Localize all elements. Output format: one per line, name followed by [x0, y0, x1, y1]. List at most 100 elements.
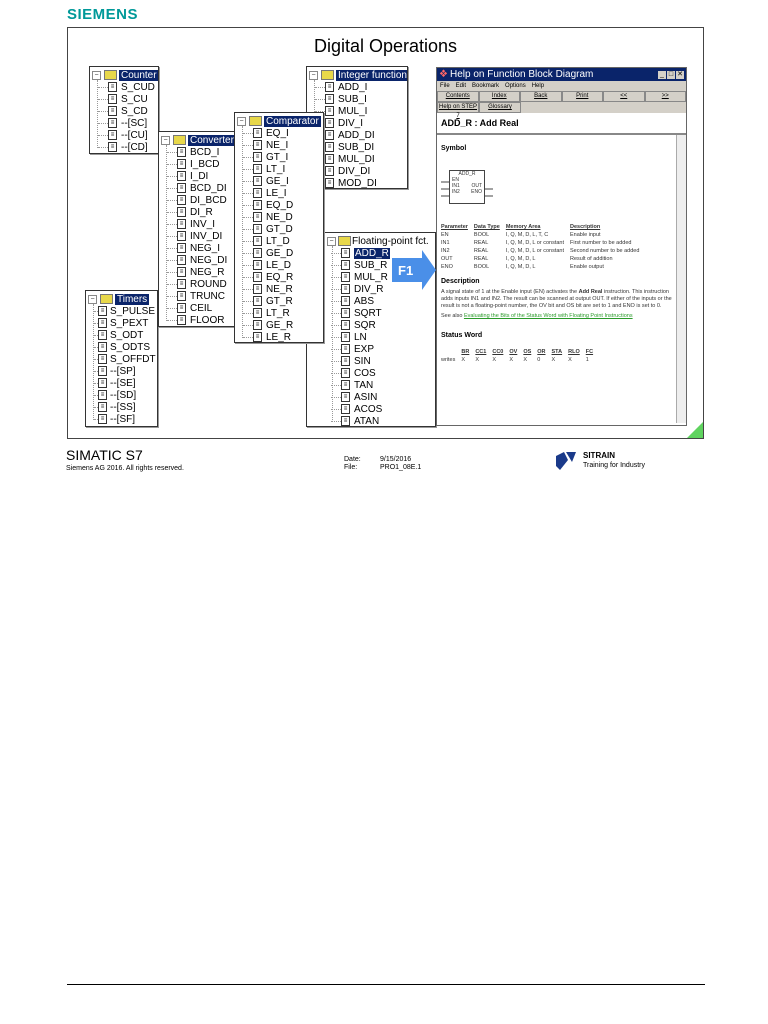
print-button[interactable]: Print — [561, 91, 603, 102]
index-button[interactable]: Index — [478, 91, 520, 102]
tree-item[interactable]: ≡NEG_I — [167, 242, 220, 254]
menu-file[interactable]: File — [440, 83, 450, 89]
tree-item[interactable]: ≡MUL_R — [331, 271, 388, 283]
tree-item[interactable]: ≡S_PEXT — [94, 317, 148, 329]
tree-item[interactable]: ≡ACOS — [331, 403, 382, 415]
tree-item[interactable]: ≡S_ODT — [94, 329, 143, 341]
tree-item[interactable]: ≡EQ_D — [243, 199, 293, 211]
tree-item[interactable]: ≡LE_D — [243, 259, 291, 271]
timers-tree[interactable]: −Timers≡S_PULSE≡S_PEXT≡S_ODT≡S_ODTS≡S_OF… — [85, 290, 158, 427]
tree-header[interactable]: −Floating-point fct. — [327, 235, 429, 247]
tree-item[interactable]: ≡NEG_R — [167, 266, 224, 278]
tree-item[interactable]: ≡--[CD] — [98, 141, 148, 153]
tree-item[interactable]: ≡LE_I — [243, 187, 287, 199]
tree-item[interactable]: ≡I_DI — [167, 170, 208, 182]
tree-item[interactable]: ≡S_CD — [98, 105, 148, 117]
collapse-icon[interactable]: − — [237, 116, 246, 126]
tree-header[interactable]: −Converter — [161, 134, 235, 146]
close-button[interactable]: ✕ — [676, 70, 684, 79]
tree-item[interactable]: ≡TAN — [331, 379, 373, 391]
tree-item[interactable]: ≡GE_D — [243, 247, 293, 259]
menu-options[interactable]: Options — [505, 83, 526, 89]
tree-item[interactable]: ≡GT_D — [243, 223, 293, 235]
tree-item[interactable]: ≡DI_BCD — [167, 194, 227, 206]
comparator-tree[interactable]: −Comparator≡EQ_I≡NE_I≡GT_I≡LT_I≡GE_I≡LE_… — [234, 112, 324, 343]
tree-header[interactable]: −Counter — [92, 69, 158, 81]
tree-item[interactable]: ≡NEG_DI — [167, 254, 227, 266]
tree-item[interactable]: ≡S_CU — [98, 93, 148, 105]
tree-item[interactable]: ≡S_CUD — [98, 81, 155, 93]
menu-edit[interactable]: Edit — [455, 83, 467, 89]
tree-item[interactable]: ≡GE_R — [243, 319, 293, 331]
tree-item[interactable]: ≡--[SC] — [98, 117, 147, 129]
status-word-link[interactable]: Evaluating the Bits of the Status Word w… — [463, 313, 633, 319]
help-on-step7-button[interactable]: Help on STEP 7 — [437, 102, 479, 119]
tree-item[interactable]: ≡S_ODTS — [94, 341, 150, 353]
tree-header[interactable]: −Integer function — [309, 69, 407, 81]
tree-item[interactable]: ≡MOD_DI — [315, 177, 377, 188]
tree-item[interactable]: ≡S_PULSE — [94, 305, 155, 317]
tree-item[interactable]: ≡ABS — [331, 295, 374, 307]
minimize-button[interactable]: _ — [658, 70, 666, 79]
tree-item[interactable]: ≡LT_I — [243, 163, 285, 175]
tree-item[interactable]: ≡--[CU] — [98, 129, 148, 141]
tree-item[interactable]: ≡SQR — [331, 319, 376, 331]
tree-item[interactable]: ≡SUB_I — [315, 93, 367, 105]
tree-item[interactable]: ≡DIV_R — [331, 283, 383, 295]
tree-item[interactable]: ≡--[SP] — [94, 365, 136, 377]
collapse-icon[interactable]: − — [327, 236, 336, 246]
tree-item[interactable]: ≡S_OFFDT — [94, 353, 156, 365]
tree-item[interactable]: ≡GE_I — [243, 175, 289, 187]
tree-item[interactable]: ≡DI_R — [167, 206, 213, 218]
menu-bookmark[interactable]: Bookmark — [472, 83, 500, 89]
tree-item[interactable]: ≡MUL_I — [315, 105, 367, 117]
tree-item[interactable]: ≡LT_D — [243, 235, 290, 247]
tree-item[interactable]: ≡--[SS] — [94, 401, 136, 413]
collapse-icon[interactable]: − — [92, 70, 101, 80]
counter-tree[interactable]: −Counter≡S_CUD≡S_CU≡S_CD≡--[SC]≡--[CU]≡-… — [89, 66, 159, 154]
tree-item[interactable]: ≡ADD_I — [315, 81, 367, 93]
menu-help[interactable]: Help — [531, 83, 545, 89]
tree-item[interactable]: ≡NE_I — [243, 139, 288, 151]
tree-item[interactable]: ≡COS — [331, 367, 376, 379]
maximize-button[interactable]: □ — [667, 70, 675, 79]
tree-item[interactable]: ≡GT_R — [243, 295, 293, 307]
tree-item[interactable]: ≡FLOOR — [167, 314, 224, 326]
tree-item[interactable]: ≡BCD_DI — [167, 182, 227, 194]
tree-item[interactable]: ≡CEIL — [167, 302, 212, 314]
converter-tree[interactable]: −Converter≡BCD_I≡I_BCD≡I_DI≡BCD_DI≡DI_BC… — [158, 131, 236, 327]
help-scrollbar[interactable] — [676, 135, 686, 423]
prev-button[interactable]: << — [603, 91, 645, 102]
glossary-button[interactable]: Glossary — [479, 102, 521, 113]
tree-item[interactable]: ≡ASIN — [331, 391, 377, 403]
tree-item[interactable]: ≡EXP — [331, 343, 374, 355]
tree-item[interactable]: ≡EQ_R — [243, 271, 293, 283]
tree-item[interactable]: ≡--[SD] — [94, 389, 136, 401]
tree-item[interactable]: ≡SUB_R — [331, 259, 387, 271]
tree-item[interactable]: ≡ATAN — [331, 415, 379, 426]
collapse-icon[interactable]: − — [88, 294, 97, 304]
back-button[interactable]: Back — [520, 91, 562, 102]
contents-button[interactable]: Contents — [437, 91, 479, 102]
tree-item[interactable]: ≡INV_DI — [167, 230, 222, 242]
tree-item[interactable]: ≡EQ_I — [243, 127, 289, 139]
tree-item[interactable]: ≡INV_I — [167, 218, 215, 230]
tree-item[interactable]: ≡--[SE] — [94, 377, 136, 389]
tree-item[interactable]: ≡LE_R — [243, 331, 291, 342]
tree-item[interactable]: ≡BCD_I — [167, 146, 219, 158]
tree-item[interactable]: ≡ADD_R — [331, 247, 390, 259]
collapse-icon[interactable]: − — [309, 70, 318, 80]
tree-header[interactable]: −Timers — [88, 293, 150, 305]
tree-item[interactable]: ≡I_BCD — [167, 158, 219, 170]
tree-item[interactable]: ≡--[SF] — [94, 413, 135, 425]
tree-item[interactable]: ≡LN — [331, 331, 367, 343]
tree-item[interactable]: ≡GT_I — [243, 151, 288, 163]
tree-item[interactable]: ≡TRUNC — [167, 290, 225, 302]
tree-item[interactable]: ≡ROUND — [167, 278, 227, 290]
next-button[interactable]: >> — [644, 91, 686, 102]
tree-item[interactable]: ≡SQRT — [331, 307, 382, 319]
tree-item[interactable]: ≡NE_D — [243, 211, 293, 223]
tree-item[interactable]: ≡LT_R — [243, 307, 290, 319]
tree-item[interactable]: ≡NE_R — [243, 283, 293, 295]
tree-header[interactable]: −Comparator — [237, 115, 321, 127]
